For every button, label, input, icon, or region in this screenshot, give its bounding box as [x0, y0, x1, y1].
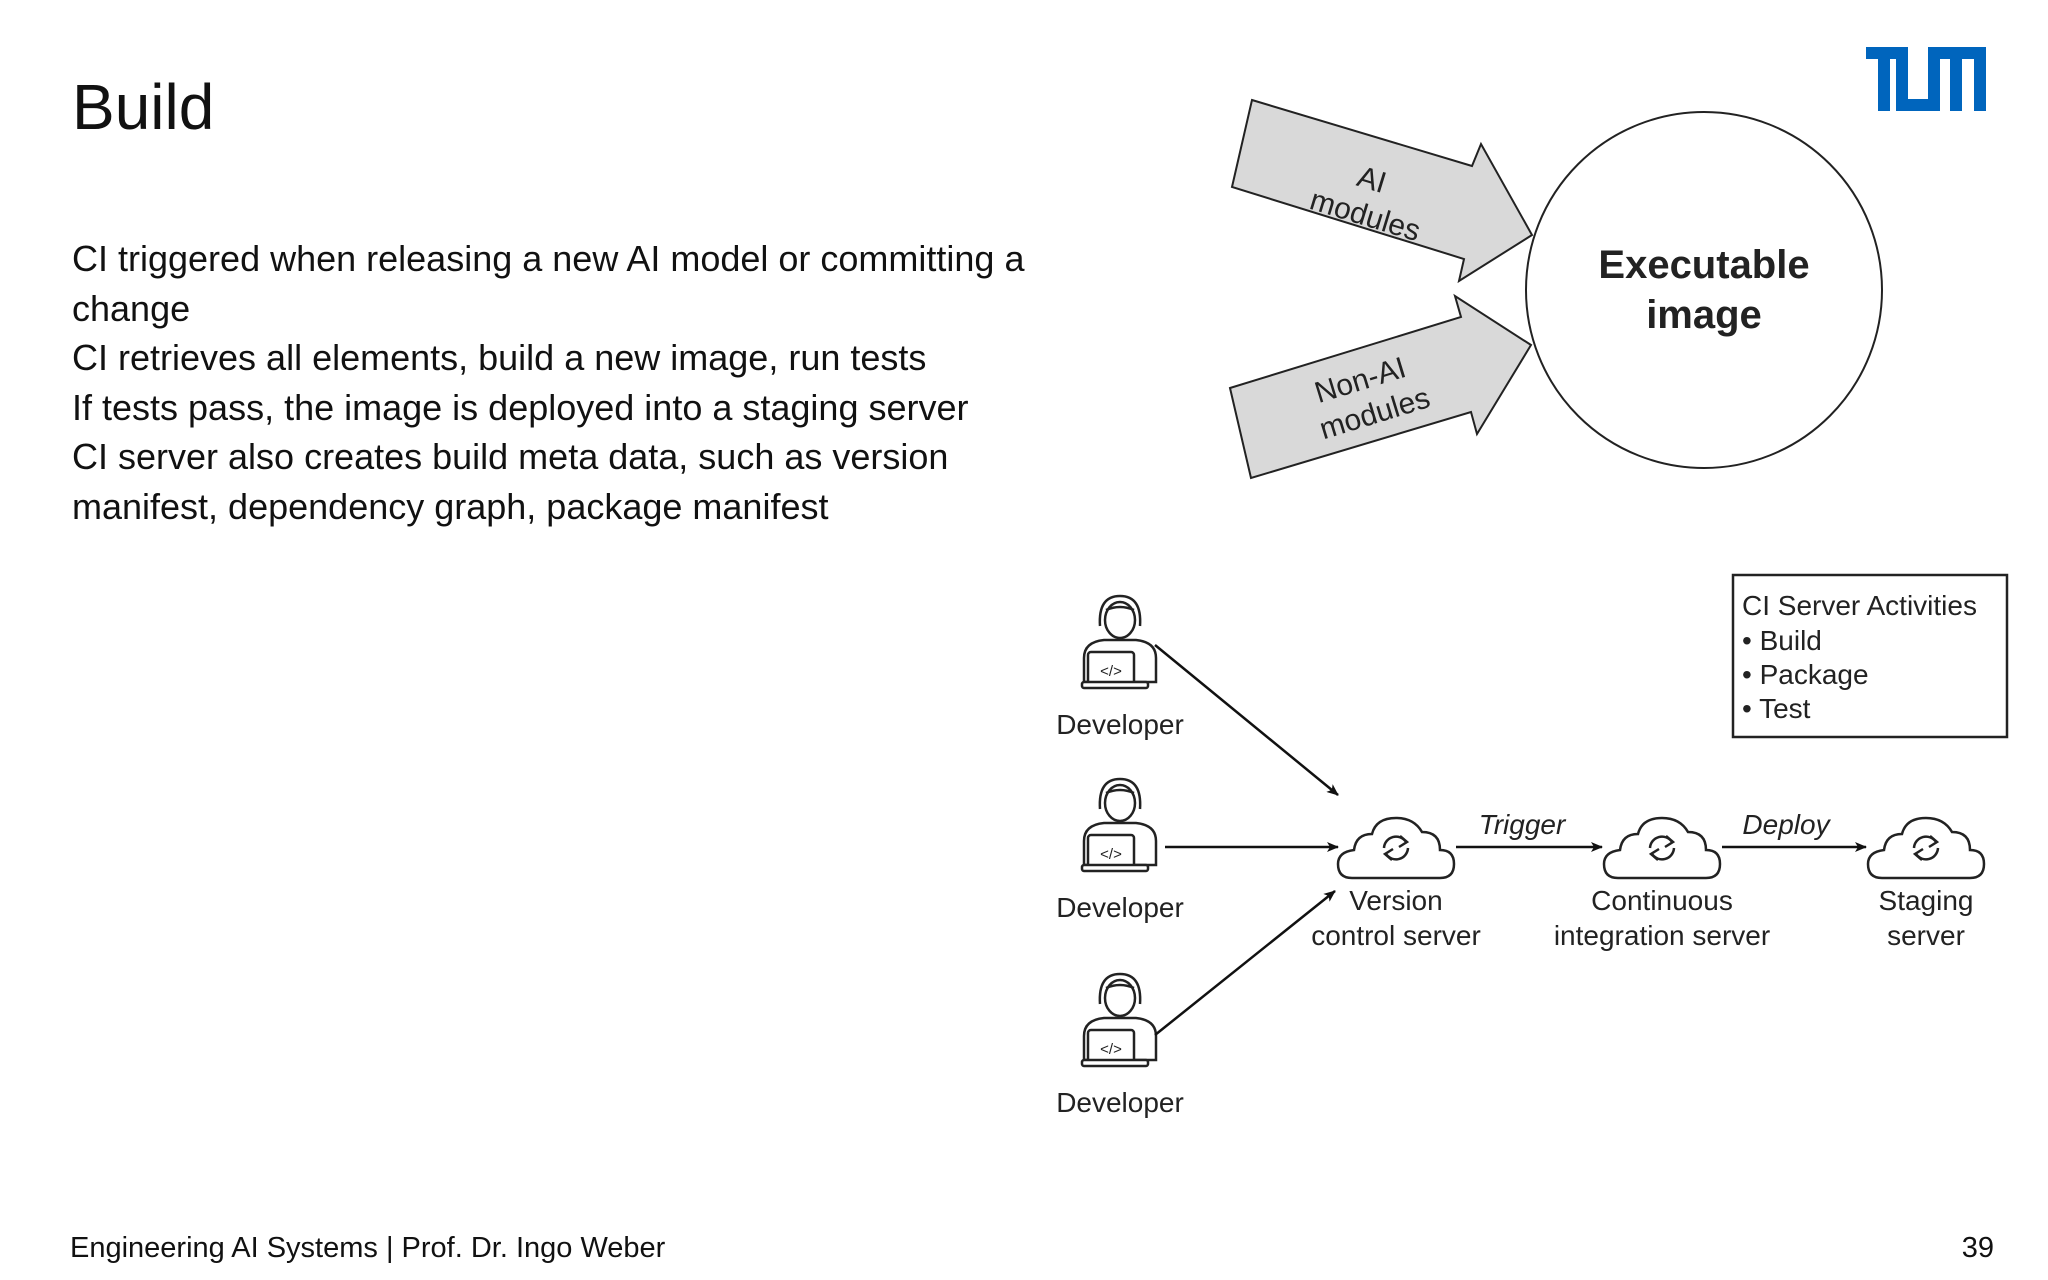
staging-label-1: Staging	[1879, 885, 1974, 916]
developer-code-icon: </>	[1100, 663, 1122, 680]
ci-box-item-package: Package	[1760, 659, 1869, 690]
ci-box-item-build: Build	[1760, 625, 1822, 656]
ai-modules-arrow	[1230, 98, 1534, 284]
executable-label-1: Executable	[1598, 243, 1809, 287]
cloud-sync-icon	[1336, 816, 1456, 880]
ci-pipeline-diagram: </> Developer </> Developer </> Develope…	[1056, 573, 2009, 1118]
developer-2: </> Developer	[1056, 777, 1184, 923]
bullet-2: CI retrieves all elements, build a new i…	[72, 337, 927, 378]
ci-label-2: integration server	[1554, 920, 1770, 951]
bullet-1: CI triggered when releasing a new AI mod…	[72, 238, 1025, 329]
developer-code-icon: </>	[1100, 846, 1122, 863]
ci-label-1: Continuous	[1591, 885, 1733, 916]
developer-1: </> Developer	[1056, 594, 1184, 740]
edge-deploy-label: Deploy	[1742, 809, 1831, 840]
staging-label-2: server	[1887, 920, 1965, 951]
non-ai-modules-arrow	[1228, 293, 1533, 480]
cloud-sync-icon	[1866, 816, 1986, 880]
cloud-sync-icon	[1602, 816, 1722, 880]
page-number: 39	[1961, 1232, 1994, 1264]
developer-label: Developer	[1056, 892, 1184, 923]
bullet-3: If tests pass, the image is deployed int…	[72, 386, 969, 428]
node-staging	[1866, 816, 1986, 880]
executable-image-circle	[1525, 111, 1883, 469]
developer-3: </> Developer	[1056, 972, 1184, 1118]
executable-label-2: image	[1646, 293, 1762, 337]
executable-image-diagram: AI modules Non-AI modules Executable ima…	[1228, 98, 1883, 480]
tum-logo	[1866, 47, 1986, 111]
node-version-control	[1336, 816, 1456, 880]
slide-title: Build	[72, 71, 215, 143]
ci-box-item-test: Test	[1759, 693, 1811, 724]
developer-label: Developer	[1056, 1087, 1184, 1118]
vcs-label-1: Version	[1349, 885, 1442, 916]
ci-activities-box: CI Server Activities • Build • Package •…	[1731, 573, 2009, 739]
developer-code-icon: </>	[1100, 1041, 1122, 1058]
edge-dev3-to-vcs	[1154, 890, 1336, 1036]
node-ci-server	[1602, 816, 1722, 880]
ci-box-title: CI Server Activities	[1742, 590, 1977, 621]
svg-text:• Test: • Test	[1742, 693, 1811, 724]
svg-text:• Package: • Package	[1742, 659, 1869, 690]
footer-text: Engineering AI Systems | Prof. Dr. Ingo …	[70, 1232, 666, 1264]
developer-label: Developer	[1056, 709, 1184, 740]
edge-trigger-label: Trigger	[1479, 809, 1567, 840]
edge-dev1-to-vcs	[1154, 644, 1339, 796]
vcs-label-2: control server	[1311, 920, 1481, 951]
svg-text:• Build: • Build	[1742, 625, 1822, 656]
bullet-4: CI server also creates build meta data, …	[72, 436, 949, 527]
bullet-list: CI triggered when releasing a new AI mod…	[72, 234, 1062, 531]
